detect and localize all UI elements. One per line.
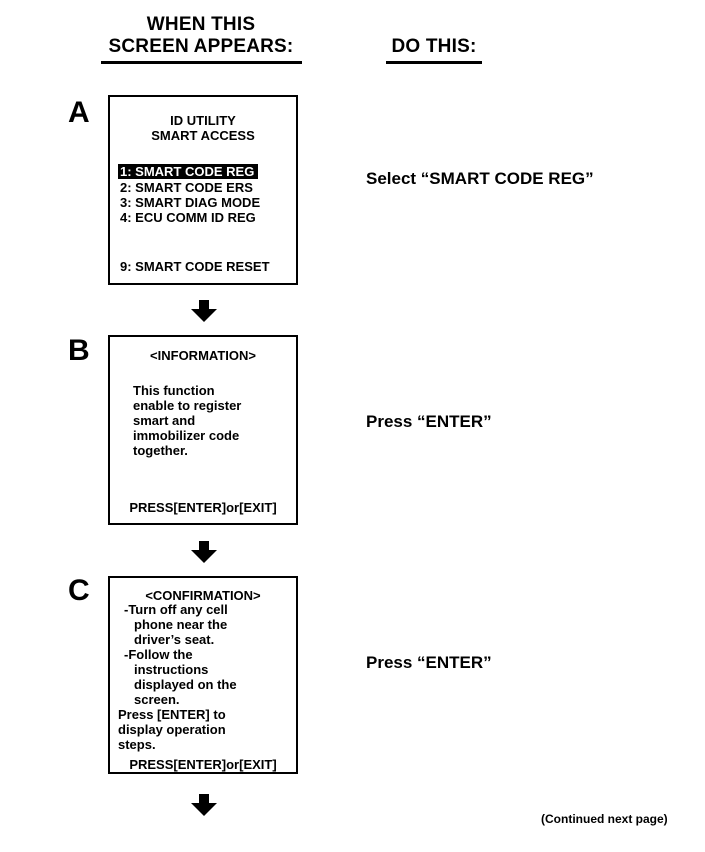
screen-a-title-2: SMART ACCESS xyxy=(151,128,255,143)
arrow-down-icon xyxy=(191,794,217,816)
screen-b-prompt: PRESS[ENTER]or[EXIT] xyxy=(129,500,277,515)
step-letter-b: B xyxy=(68,334,90,367)
continued-next-page-note: (Continued next page) xyxy=(541,812,668,826)
selected-menu-item-highlight: 1: SMART CODE REG xyxy=(118,164,259,179)
menu-item-smart-code-reg: 1: SMART CODE REG xyxy=(118,164,259,179)
screen-a-smart-access-menu: ID UTILITY SMART ACCESS 1: SMART CODE RE… xyxy=(108,95,298,285)
screen-b-body-line-1: This function xyxy=(133,383,215,398)
screen-c-title: <CONFIRMATION> xyxy=(145,588,261,603)
step-letter-c: C xyxy=(68,574,90,607)
screen-c-body-line-1: -Turn off any cell xyxy=(124,602,228,617)
header-underline-2 xyxy=(386,61,482,64)
screen-c-body-line-7: screen. xyxy=(134,692,180,707)
header-line-1: WHEN THIS xyxy=(146,14,256,35)
header-when-this-screen-appears: WHEN THIS SCREEN APPEARS: xyxy=(95,14,307,58)
screen-b-body-line-3: smart and xyxy=(133,413,196,428)
screen-c-body-line-2: phone near the xyxy=(134,617,228,632)
screen-b-body-line-5: together. xyxy=(133,443,188,458)
step-letter-a: A xyxy=(68,96,90,129)
header-do-this: DO THIS: xyxy=(380,36,488,58)
menu-item-ecu-comm-id-reg: 4: ECU COMM ID REG xyxy=(120,210,256,225)
action-c: Press “ENTER” xyxy=(366,653,492,672)
screen-b-title: <INFORMATION> xyxy=(150,348,256,363)
screen-c-body-line-5: instructions xyxy=(134,662,209,677)
action-a: Select “SMART CODE REG” xyxy=(366,169,594,188)
menu-item-smart-diag-mode: 3: SMART DIAG MODE xyxy=(120,195,261,210)
action-b: Press “ENTER” xyxy=(366,412,492,431)
screen-c-body-line-4: -Follow the xyxy=(124,647,193,662)
screen-b-body-line-4: immobilizer code xyxy=(133,428,240,443)
menu-item-smart-code-reset: 9: SMART CODE RESET xyxy=(120,259,270,274)
screen-c-body-line-3: driver’s seat. xyxy=(134,632,215,647)
screen-c-body-line-10: steps. xyxy=(118,737,156,752)
header-do-this-label: DO THIS: xyxy=(391,36,477,57)
menu-item-smart-code-ers: 2: SMART CODE ERS xyxy=(120,180,253,195)
arrow-down-icon xyxy=(191,300,217,322)
screen-c-body-line-9: display operation xyxy=(118,722,226,737)
header-line-2: SCREEN APPEARS: xyxy=(108,36,294,57)
screen-c-body-line-8: Press [ENTER] to xyxy=(118,707,226,722)
screen-b-body-line-2: enable to register xyxy=(133,398,242,413)
header-underline-1 xyxy=(101,61,302,64)
screen-a-title-1: ID UTILITY xyxy=(170,113,236,128)
screen-c-prompt: PRESS[ENTER]or[EXIT] xyxy=(129,757,277,772)
arrow-down-icon xyxy=(191,541,217,563)
screen-c-confirmation: <CONFIRMATION> -Turn off any cell phone … xyxy=(108,576,298,774)
screen-c-body-line-6: displayed on the xyxy=(134,677,237,692)
screen-b-information: <INFORMATION> This function enable to re… xyxy=(108,335,298,525)
